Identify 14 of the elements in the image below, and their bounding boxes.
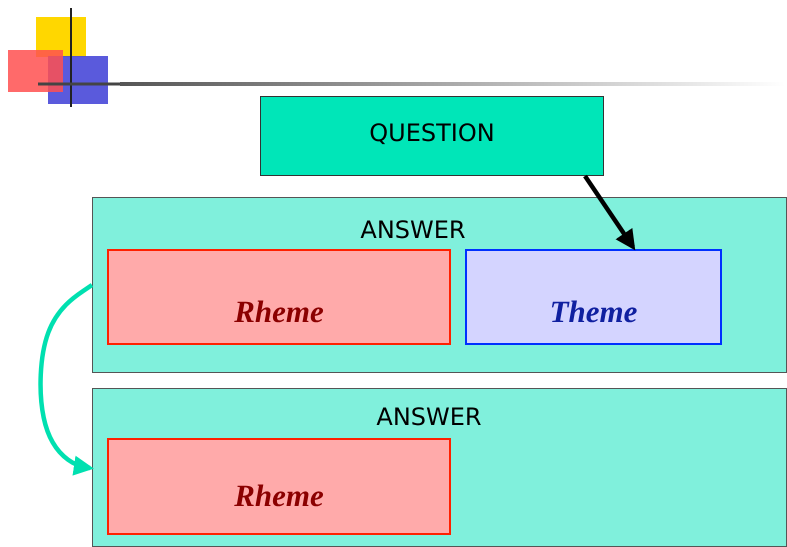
arrow <box>38 283 94 476</box>
rheme-box <box>107 249 451 345</box>
answer-panel <box>92 388 787 547</box>
rheme-box <box>107 438 451 535</box>
question-box <box>260 96 604 176</box>
panel-heading: ANSWER <box>375 403 483 431</box>
box-label: Rheme <box>233 478 325 514</box>
box-label: QUESTION <box>368 119 496 147</box>
box-label: Rheme <box>233 294 325 330</box>
arrow <box>583 174 636 250</box>
answer-panel <box>92 197 787 373</box>
theme-box <box>465 249 722 345</box>
box-label: Theme <box>548 294 638 330</box>
panel-heading: ANSWER <box>359 216 467 244</box>
